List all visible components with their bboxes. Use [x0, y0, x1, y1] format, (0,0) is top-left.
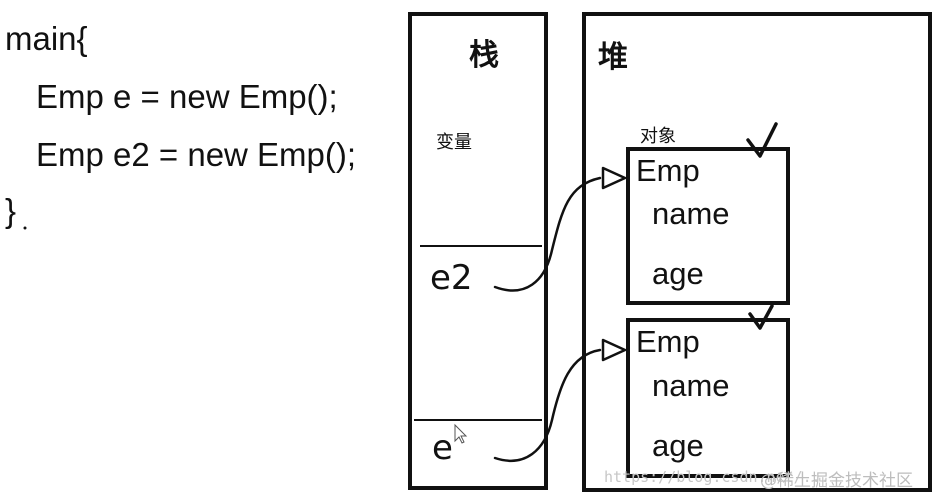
code-main: main{ — [5, 20, 88, 57]
stack-title: 栈 — [469, 39, 499, 72]
stack-var-label: 变量 — [436, 132, 472, 153]
watermark-url: https://blog.csdn.net/... — [604, 468, 830, 486]
mouse-cursor-icon — [454, 423, 468, 444]
stack-divider-bottom — [414, 419, 542, 421]
reference-arrow-e — [493, 348, 602, 463]
heap-title: 堆 — [598, 41, 628, 74]
reference-arrowhead-e2 — [601, 166, 627, 190]
reference-arrow-e2 — [493, 176, 602, 292]
heap-obj-label: 对象 — [640, 126, 676, 147]
stack-slot-e: e — [432, 428, 453, 468]
code-line-e2: Emp e2 = new Emp(); — [36, 136, 357, 173]
stack-divider-top — [420, 245, 542, 247]
object-1-field-age: age — [652, 256, 704, 291]
code-close-brace: } — [5, 192, 17, 229]
object-1-field-name: name — [652, 196, 730, 231]
object-2-class: Emp — [636, 324, 700, 359]
heap-object-2 — [626, 318, 790, 478]
reference-arrowhead-e — [601, 338, 627, 362]
check-mark-object-1 — [746, 122, 778, 158]
object-2-field-age: age — [652, 428, 704, 463]
brace-dot — [23, 226, 27, 230]
stack-slot-e2: e2 — [430, 258, 473, 298]
heap-box — [582, 12, 932, 492]
code-line-e: Emp e = new Emp(); — [36, 78, 338, 115]
watermark-brand: @稀土掘金技术社区 — [760, 471, 913, 491]
heap-object-1 — [626, 147, 790, 305]
stack-box — [408, 12, 548, 490]
check-mark-object-2 — [748, 304, 774, 330]
object-1-class: Emp — [636, 153, 700, 188]
object-2-field-name: name — [652, 368, 730, 403]
